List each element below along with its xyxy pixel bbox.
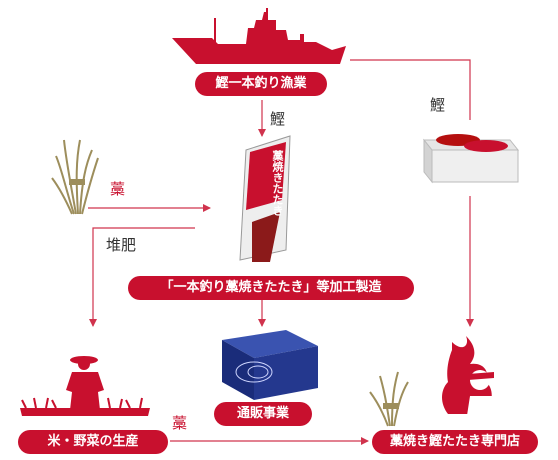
straw-bundle-icon — [51, 139, 99, 215]
label-bonito-down: 鰹 — [270, 110, 286, 128]
node-manufacturing: 「一本釣り藁焼きたたき」等加工製造 — [128, 276, 414, 300]
node-fishery: 鰹一本釣り漁業 — [195, 72, 327, 96]
fishing-boat-icon — [172, 8, 346, 64]
label-compost: 堆肥 — [106, 236, 137, 254]
label-straw-bottom: 藁 — [172, 414, 188, 432]
flame-chef-icon — [442, 336, 496, 422]
arrow-package-compost — [89, 227, 195, 327]
node-restaurant: 藁焼き鰹たたき専門店 — [372, 430, 538, 454]
node-rice-veg: 米・野菜の生産 — [18, 430, 168, 454]
package-text: 藁焼きたたき — [271, 150, 284, 216]
straw-bundle-right-icon — [369, 371, 409, 427]
arrow-fishery-to-box — [350, 59, 471, 120]
tataki-package-icon — [239, 135, 291, 262]
mail-order-box-icon — [222, 330, 318, 400]
node-mail-order: 通販事業 — [214, 402, 312, 426]
bonito-box-icon — [422, 134, 520, 184]
label-bonito-right: 鰹 — [430, 96, 446, 114]
label-straw-top: 藁 — [110, 180, 126, 198]
farmer-icon — [20, 356, 150, 416]
